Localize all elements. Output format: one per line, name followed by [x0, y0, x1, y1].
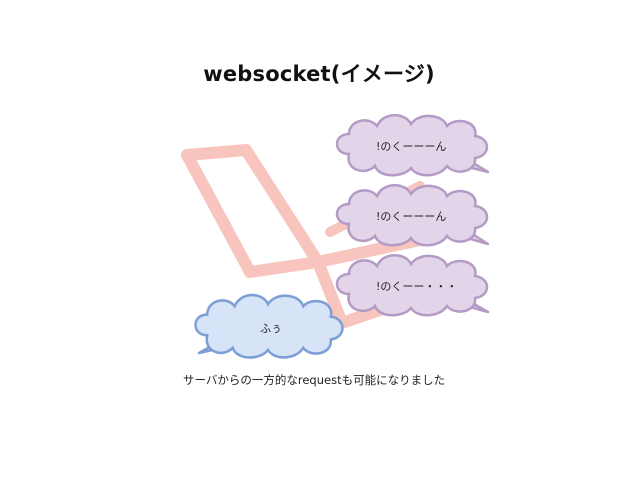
server-speech-bubble-3 [335, 253, 490, 317]
client-speech-bubble [194, 293, 344, 359]
server-bubble-text-3: !のくーー・・・ [376, 280, 458, 293]
server-speech-bubble-1 [335, 113, 490, 177]
connection-line [181, 144, 426, 329]
server-bubble-text-1: !のくーーーん [376, 140, 447, 153]
server-speech-bubble-2 [335, 183, 490, 247]
slide-title: websocket(イメージ) [203, 62, 435, 86]
slide-caption: サーバからの一方的なrequestも可能になりました [183, 373, 446, 387]
server-bubble-text-2: !のくーーーん [376, 210, 447, 223]
client-bubble-text: ふぅ [260, 322, 282, 335]
connection-line-diagonal [181, 149, 256, 278]
